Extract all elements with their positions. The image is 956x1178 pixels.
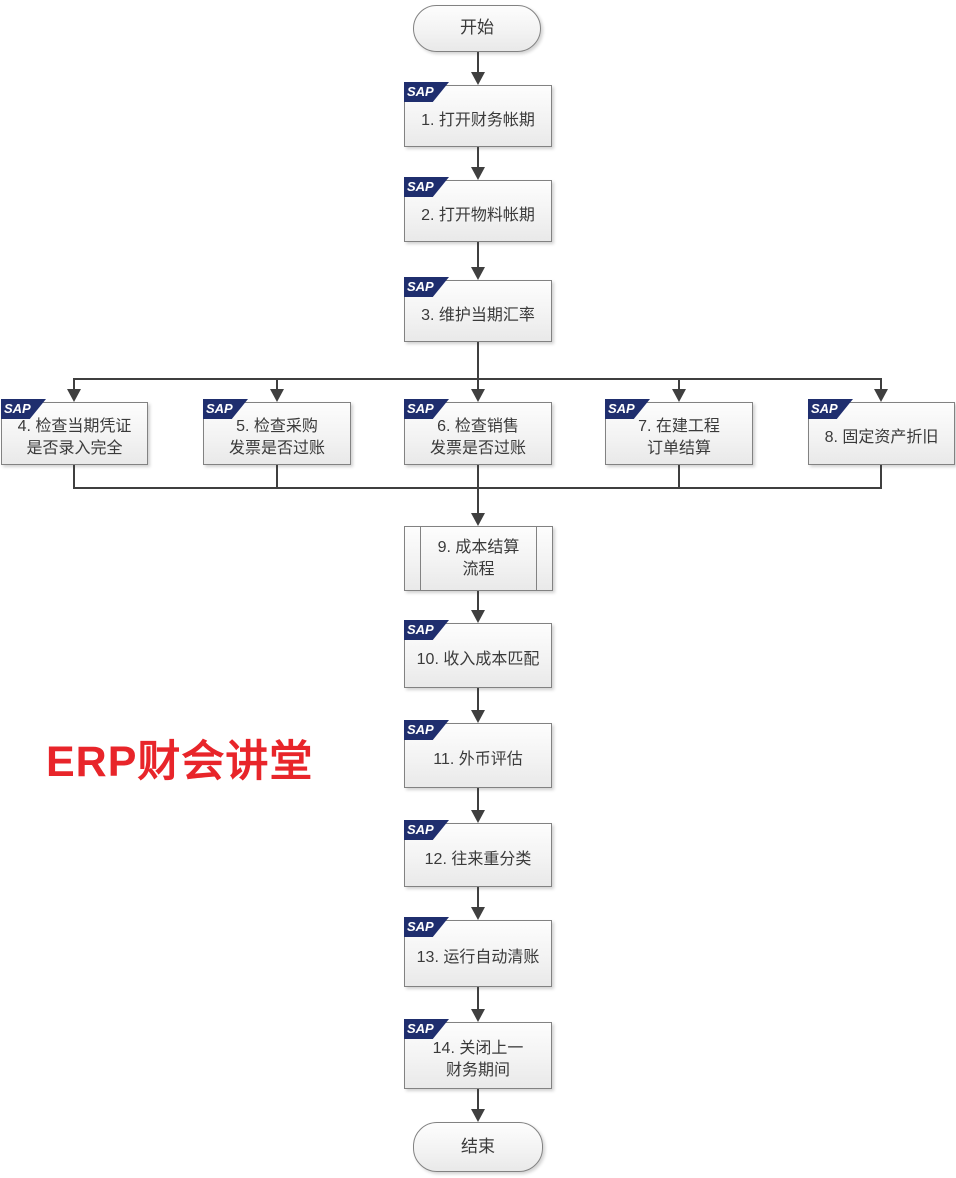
connector-line — [678, 378, 680, 390]
process-node-1-label: 1. 打开财务帐期 — [421, 111, 535, 129]
arrowhead-icon — [471, 267, 485, 280]
sap-logo-icon: SAP — [404, 82, 449, 102]
arrowhead-icon — [67, 389, 81, 402]
sap-logo-icon: SAP — [404, 177, 449, 197]
connector-line — [73, 465, 75, 489]
arrowhead-icon — [471, 810, 485, 823]
process-node-6-label: 6. 检查销售 发票是否过账 — [429, 418, 526, 457]
arrowhead-icon — [672, 389, 686, 402]
connector-line — [477, 147, 479, 168]
connector-line — [73, 378, 75, 390]
watermark-title: ERP财会讲堂 — [46, 738, 314, 786]
process-node-11-label: 11. 外币评估 — [433, 751, 523, 769]
subprocess-bar-right — [536, 527, 537, 590]
arrowhead-icon — [874, 389, 888, 402]
subprocess-node-9-label: 9. 成本结算 流程 — [437, 538, 520, 578]
connector-line — [477, 52, 479, 74]
arrowhead-icon — [471, 72, 485, 85]
arrowhead-icon — [471, 513, 485, 526]
subprocess-bar-left — [420, 527, 421, 590]
arrowhead-icon — [471, 389, 485, 402]
end-node-label: 结束 — [461, 1136, 495, 1156]
process-node-10: SAP 10. 收入成本匹配 — [404, 620, 552, 688]
process-node-10-label: 10. 收入成本匹配 — [416, 651, 540, 669]
arrowhead-icon — [471, 167, 485, 180]
process-node-2-label: 2. 打开物料帐期 — [421, 206, 535, 224]
sap-logo-icon: SAP — [605, 399, 650, 419]
connector-line — [477, 1089, 479, 1110]
connector-line — [477, 887, 479, 908]
connector-line — [880, 378, 882, 390]
process-node-13-label: 13. 运行自动清账 — [416, 949, 540, 967]
process-node-3: SAP 3. 维护当期汇率 — [404, 277, 552, 342]
connector-line — [73, 378, 882, 380]
sap-logo-icon: SAP — [404, 820, 449, 840]
process-node-11: SAP 11. 外币评估 — [404, 720, 552, 788]
process-node-5-label: 5. 检查采购 发票是否过账 — [228, 418, 325, 457]
sap-logo-icon: SAP — [808, 399, 853, 419]
arrowhead-icon — [471, 610, 485, 623]
sap-logo-icon: SAP — [404, 620, 449, 640]
connector-line — [276, 465, 278, 489]
sap-logo-icon: SAP — [404, 277, 449, 297]
process-node-6: SAP 6. 检查销售 发票是否过账 — [404, 399, 552, 465]
connector-line — [477, 788, 479, 810]
connector-line — [477, 591, 479, 610]
process-node-14-label: 14. 关闭上一 财务期间 — [432, 1040, 524, 1079]
arrowhead-icon — [270, 389, 284, 402]
start-node-label: 开始 — [460, 18, 494, 38]
connector-line — [477, 342, 479, 390]
process-node-4-label: 4. 检查当期凭证 是否录入完全 — [17, 418, 132, 457]
connector-line — [477, 688, 479, 710]
sap-logo-icon: SAP — [404, 720, 449, 740]
process-node-12-label: 12. 往来重分类 — [424, 850, 532, 868]
process-node-7-label: 7. 在建工程 订单结算 — [638, 418, 720, 457]
process-node-14: SAP 14. 关闭上一 财务期间 — [404, 1019, 552, 1089]
arrowhead-icon — [471, 907, 485, 920]
process-node-8: SAP 8. 固定资产折旧 — [808, 399, 955, 465]
start-node: 开始 — [413, 5, 541, 52]
process-node-3-label: 3. 维护当期汇率 — [421, 306, 535, 324]
connector-line — [880, 465, 882, 489]
arrowhead-icon — [471, 1009, 485, 1022]
arrowhead-icon — [471, 710, 485, 723]
process-node-5: SAP 5. 检查采购 发票是否过账 — [203, 399, 351, 465]
sap-logo-icon: SAP — [404, 917, 449, 937]
connector-line — [276, 378, 278, 390]
process-node-1: SAP 1. 打开财务帐期 — [404, 82, 552, 147]
process-node-2: SAP 2. 打开物料帐期 — [404, 177, 552, 242]
arrowhead-icon — [471, 1109, 485, 1122]
sap-logo-icon: SAP — [1, 399, 46, 419]
connector-line — [477, 465, 479, 514]
connector-line — [678, 465, 680, 489]
connector-line — [477, 987, 479, 1010]
process-node-8-label: 8. 固定资产折旧 — [824, 429, 939, 447]
subprocess-node-9: 9. 成本结算 流程 — [404, 526, 553, 591]
process-node-13: SAP 13. 运行自动清账 — [404, 917, 552, 987]
end-node: 结束 — [413, 1122, 543, 1172]
process-node-12: SAP 12. 往来重分类 — [404, 820, 552, 887]
process-node-7: SAP 7. 在建工程 订单结算 — [605, 399, 753, 465]
process-node-4: SAP 4. 检查当期凭证 是否录入完全 — [1, 399, 148, 465]
connector-line — [477, 242, 479, 268]
